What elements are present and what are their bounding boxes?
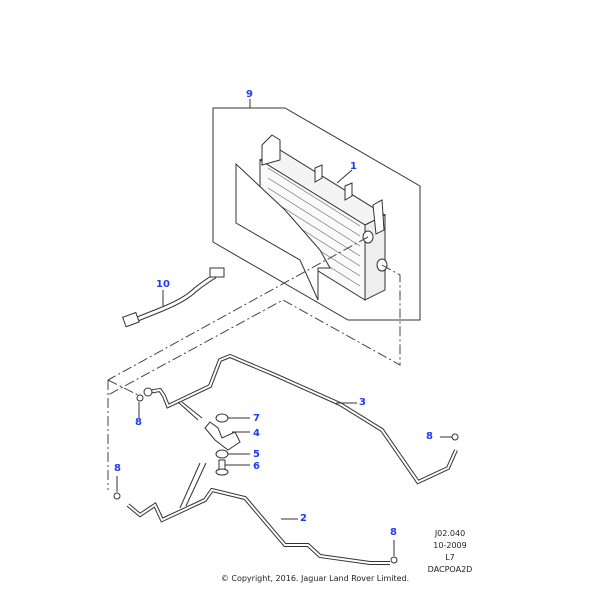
- diagram-code: DACPOA2D: [427, 565, 473, 574]
- ref-code: J02.040: [434, 529, 466, 538]
- callout-10[interactable]: 10: [156, 279, 170, 290]
- harness-drawing: [122, 267, 225, 328]
- callout-6[interactable]: 6: [253, 461, 260, 472]
- model-code: L7: [445, 553, 455, 562]
- kit-outline: [212, 107, 421, 321]
- oil-cooler-drawing: [235, 134, 388, 301]
- callout-4[interactable]: 4: [253, 428, 260, 439]
- callout-3[interactable]: 3: [359, 397, 366, 408]
- date-code: 10-2009: [433, 541, 467, 550]
- callout-8-c[interactable]: 8: [426, 431, 433, 442]
- callout-7[interactable]: 7: [253, 413, 260, 424]
- callout-leader-1: [336, 169, 353, 184]
- pipe-2-drawing: [126, 462, 398, 565]
- callout-2[interactable]: 2: [300, 513, 307, 524]
- callout-9[interactable]: 9: [246, 89, 253, 100]
- callout-8-b[interactable]: 8: [114, 463, 121, 474]
- callout-8-d[interactable]: 8: [390, 527, 397, 538]
- pipe-3-drawing: [143, 353, 459, 485]
- copyright-text: © Copyright, 2016. Jaguar Land Rover Lim…: [220, 574, 410, 583]
- callout-1[interactable]: 1: [350, 161, 357, 172]
- callout-8-a[interactable]: 8: [135, 417, 142, 428]
- callout-5[interactable]: 5: [253, 449, 260, 460]
